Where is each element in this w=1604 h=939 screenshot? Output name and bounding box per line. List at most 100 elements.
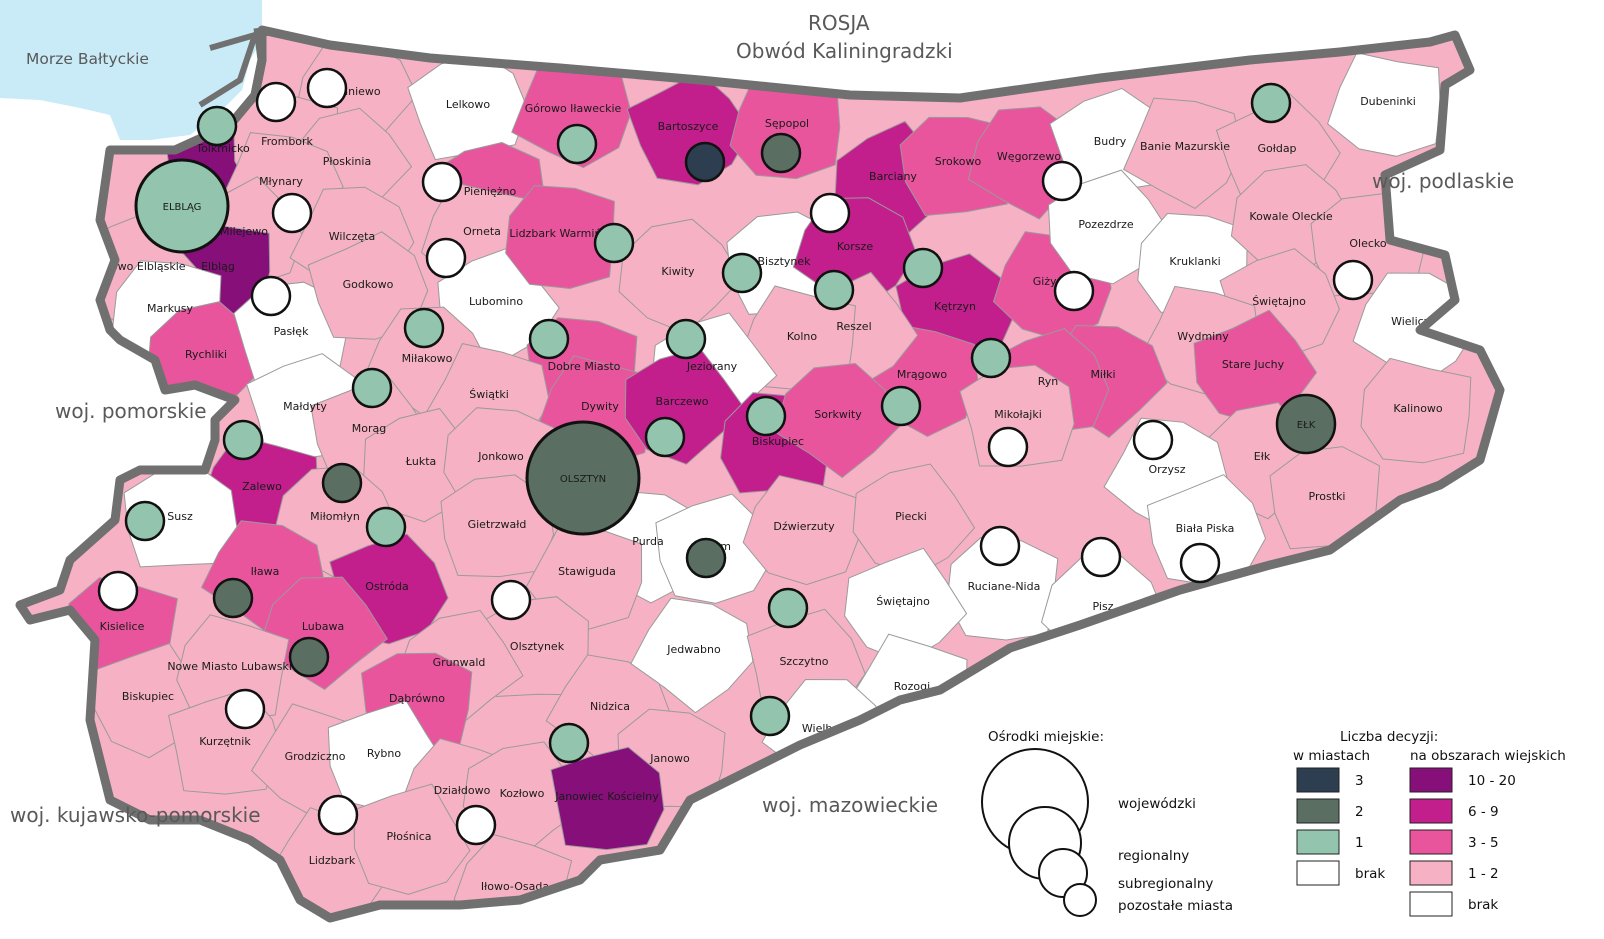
gmina-label: Janowo <box>649 752 690 765</box>
gmina-label: Jeziorany <box>686 360 738 373</box>
town-circle <box>1053 270 1095 312</box>
town-circle <box>684 141 726 183</box>
town-circle <box>321 462 363 504</box>
gmina-label: Świętajno <box>876 595 930 608</box>
gmina-label: Kowale Oleckie <box>1249 210 1332 223</box>
gmina-label: Kętrzyn <box>934 300 976 313</box>
town-circle <box>1250 82 1292 124</box>
town-circle <box>880 385 922 427</box>
gmina-label: Biała Piska <box>1176 522 1235 535</box>
legend-swatch <box>1409 767 1453 793</box>
town-circle <box>760 132 802 174</box>
legend-wojewodzki: wojewódzki <box>1118 796 1196 812</box>
town-circle <box>255 81 297 123</box>
gmina-label: Iława <box>251 565 280 578</box>
gmina-label: Stawiguda <box>558 565 616 578</box>
gmina-area <box>946 537 1059 641</box>
town-circle <box>1080 536 1122 578</box>
gmina-label: Kurzętnik <box>199 735 251 748</box>
gmina-area <box>1327 52 1441 157</box>
legend-regionalny: regionalny <box>1118 848 1189 864</box>
gmina-label: Ostróda <box>365 580 408 593</box>
gmina-label: Płośnica <box>386 830 431 843</box>
gmina-label: Sępopol <box>765 117 809 130</box>
legend-swatch <box>1409 891 1453 917</box>
sea-area <box>0 0 262 140</box>
gmina-label: Dobre Miasto <box>548 360 621 373</box>
gmina-label: Ruciane-Nida <box>968 580 1041 593</box>
gmina-label: Korsze <box>837 240 873 253</box>
gmina-label: Piecki <box>895 510 927 523</box>
gmina-label: Kalinowo <box>1393 402 1443 415</box>
gmina-label: Olsztynek <box>510 640 565 653</box>
town-circle <box>556 123 598 165</box>
gmina-label: Szczytno <box>779 655 828 668</box>
gmina-label: Rozogi <box>894 680 930 693</box>
legend-swatch-label: brak <box>1355 866 1385 882</box>
town-circle <box>970 337 1012 379</box>
town-circle <box>767 587 809 629</box>
town-circle <box>902 247 944 289</box>
city-label: EŁK <box>1297 420 1316 431</box>
gmina-label: Banie Mazurskie <box>1140 140 1230 153</box>
legend-swatch-label: brak <box>1468 897 1498 913</box>
town-circle <box>665 318 707 360</box>
gmina-label: Jonkowo <box>477 450 524 463</box>
gmina-area <box>550 746 665 851</box>
gmina-label: Lubawa <box>302 620 344 633</box>
town-circle <box>593 222 635 264</box>
gmina-label: Pisz <box>1093 600 1114 613</box>
gmina-label: Markusy <box>147 302 193 315</box>
label-russia: ROSJA <box>808 11 870 35</box>
gmina-label: Stare Juchy <box>1222 358 1285 371</box>
gmina-label: Srokowo <box>935 155 982 168</box>
gmina-label: Lidzbark Warmiński <box>509 227 616 240</box>
gmina-label: Kiwity <box>661 265 695 278</box>
legend-swatch-label: 10 - 20 <box>1468 773 1516 789</box>
gmina-label: Lelkowo <box>446 98 490 111</box>
town-circle <box>250 275 292 317</box>
label-kaliningrad: Obwód Kaliningradzki <box>736 39 953 63</box>
gmina-label: Mikołajki <box>994 408 1042 421</box>
town-circle <box>124 500 166 542</box>
city-circle <box>525 420 641 536</box>
legend-swatch <box>1409 829 1453 855</box>
gmina-area <box>1360 357 1472 464</box>
town-circle <box>809 192 851 234</box>
gmina-label: Wilczęta <box>329 230 375 243</box>
town-circle <box>721 252 763 294</box>
town-circle <box>455 804 497 846</box>
town-circle <box>421 161 463 203</box>
gmina-label: Dąbrówno <box>389 692 445 705</box>
gmina-label: Sorkwity <box>814 408 862 421</box>
legend-swatch <box>1409 798 1453 824</box>
gmina-label: Lidzbark <box>309 854 356 867</box>
legend-pozostale: pozostałe miasta <box>1118 898 1233 914</box>
town-circle <box>271 192 313 234</box>
town-circle <box>224 688 266 730</box>
gmina-label: Purda <box>632 535 663 548</box>
gmina-label: Młynary <box>259 175 303 188</box>
gmina-label: Milejewo <box>220 225 268 238</box>
gmina-area <box>959 364 1075 467</box>
gmina-label: Iłowo-Osada <box>481 880 549 893</box>
gmina-label: Dywity <box>581 400 619 413</box>
gmina-label: Świętajno <box>1252 295 1306 308</box>
gmina-label: Nidzica <box>590 700 630 713</box>
town-circle <box>403 307 445 349</box>
gmina-label: Morąg <box>352 422 386 435</box>
gmina-label: Godkowo <box>343 278 394 291</box>
vistula-spit <box>250 27 267 96</box>
legend-swatch <box>1296 829 1340 855</box>
gmina-label: Jedwabno <box>666 643 721 656</box>
town-circle <box>528 318 570 360</box>
gmina-label: Orzysz <box>1149 463 1186 476</box>
gmina-area <box>505 185 615 290</box>
gmina-label: Reszel <box>836 320 871 333</box>
gmina-label: Grunwald <box>433 656 486 669</box>
legend-swatch-label: 1 - 2 <box>1468 866 1499 882</box>
legend-swatch-label: 3 - 5 <box>1468 835 1499 851</box>
gmina-area <box>1146 474 1267 586</box>
gmina-area <box>852 463 976 578</box>
